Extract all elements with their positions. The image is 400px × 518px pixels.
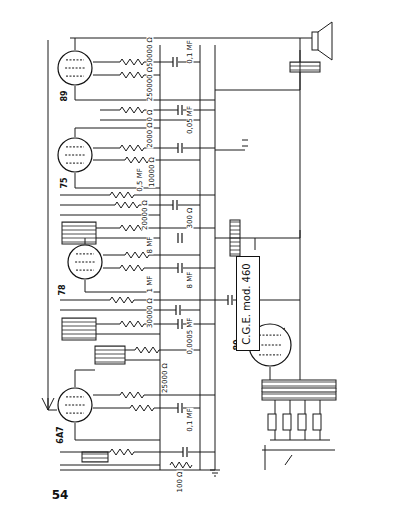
component-value: 25000 Ω [162, 362, 169, 394]
component-value: 100 Ω [177, 471, 184, 494]
component-value: 8 MF [147, 236, 154, 255]
resistor-symbol [125, 157, 149, 163]
capacitor-symbol [178, 233, 182, 243]
model-box: C.G.E. mod. 460 [236, 256, 260, 351]
component-value: 1 MF [147, 275, 154, 294]
resistor-symbol [120, 107, 144, 113]
resistor-symbol [130, 405, 154, 411]
component-value: 2000 Ω [147, 121, 154, 148]
component-value: 0,1 MF [187, 39, 194, 64]
tube-envelope [57, 50, 93, 86]
resistor-symbol [120, 145, 144, 151]
tube-envelope [67, 244, 103, 280]
page-number: 54 [51, 489, 70, 501]
tube-envelope [57, 387, 93, 423]
resistor-symbol [120, 59, 144, 65]
capacitor-symbol [178, 319, 182, 329]
vacuum-tube: 89 [57, 50, 93, 86]
resistor-symbol [170, 462, 192, 468]
resistor-symbol [110, 449, 134, 455]
resistor-symbol [135, 347, 159, 353]
tube-envelope [57, 137, 93, 173]
component-value: 10000 Ω [149, 156, 156, 188]
component-value: 30000 Ω [147, 297, 154, 329]
capacitor-symbol [178, 143, 182, 153]
resistor-symbol [110, 297, 134, 303]
component-value: 0,5 MF [137, 167, 144, 192]
component-value: 0,1 MF [187, 407, 194, 432]
resistor-symbol [120, 72, 144, 78]
tube-label: 78 [59, 283, 67, 296]
vacuum-tube: 6A7 [57, 387, 93, 423]
tube-label: 89 [61, 89, 69, 102]
component-value: 50000 Ω [147, 36, 154, 68]
tube-label: 75 [61, 176, 69, 189]
component-value: 300 Ω [187, 207, 194, 230]
model-text: C.G.E. mod. 460 [242, 262, 252, 345]
capacitor-symbol [178, 105, 182, 115]
component-value: 8 MF [187, 271, 194, 290]
capacitor-symbol [183, 447, 187, 457]
resistor-symbol [125, 252, 149, 258]
resistor-symbol [120, 321, 144, 327]
resistor-symbol [110, 192, 134, 198]
capacitor-symbol [228, 295, 232, 305]
component-value: 0,05 MF [187, 105, 194, 135]
capacitor-symbol [176, 305, 180, 315]
vacuum-tube: 75 [57, 137, 93, 173]
capacitor-symbol [173, 200, 177, 210]
vacuum-tube: 78 [67, 244, 103, 280]
resistor-symbol [120, 265, 144, 271]
resistor-symbol [115, 202, 139, 208]
component-value: 0,0005 MF [187, 317, 194, 356]
tube-label: 6A7 [57, 425, 65, 444]
component-value: 250000 Ω [147, 66, 154, 102]
resistor-symbol [120, 225, 144, 231]
component-value: 20000 Ω [142, 199, 149, 231]
resistor-symbol [120, 392, 144, 398]
capacitor-symbol [173, 57, 177, 67]
capacitor-symbol [178, 263, 182, 273]
capacitor-symbol [178, 403, 182, 413]
